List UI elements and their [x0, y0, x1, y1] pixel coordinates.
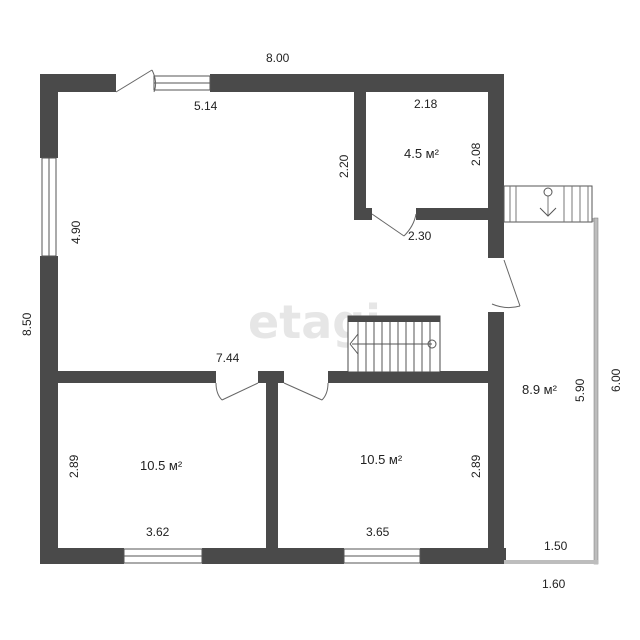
terrace — [503, 185, 599, 565]
terrace-step-lines — [509, 186, 589, 222]
area-bedroom-left: 10.5 м² — [140, 458, 183, 473]
bath-wall-bottom-right — [416, 208, 496, 220]
stair-arrow — [349, 333, 359, 355]
dim-bed2-width: 3.65 — [366, 525, 390, 539]
bedroom-right-door-leaf — [283, 382, 323, 401]
dim-top-inner: 5.14 — [194, 99, 218, 113]
bedroom-partition — [266, 371, 278, 555]
entrance-door-leaf — [115, 69, 153, 93]
left-wall-top — [40, 74, 58, 158]
bath-door-leaf — [371, 213, 405, 237]
walls — [40, 74, 506, 564]
divider-wall-a — [40, 371, 216, 383]
dim-bath-height-right: 2.08 — [469, 142, 483, 166]
doors — [115, 69, 521, 401]
dim-bed1-height: 2.89 — [67, 454, 81, 478]
bottom-wall-a — [40, 548, 124, 564]
dim-bath-door-run: 2.30 — [408, 229, 432, 243]
staircase — [347, 315, 441, 373]
bedroom-left-door-swing — [215, 382, 223, 401]
bath-door-swing — [403, 213, 417, 237]
entrance-door-swing — [151, 69, 157, 93]
divider-wall-c — [328, 371, 498, 383]
windows — [41, 75, 421, 564]
dim-terrace-inner-width: 1.50 — [544, 539, 568, 553]
top-wall-left — [40, 74, 116, 92]
area-terrace: 8.9 м² — [522, 382, 558, 397]
bath-wall-bottom-left — [354, 208, 372, 220]
dim-terrace-inner-height: 5.90 — [573, 378, 587, 402]
bottom-wall-c — [420, 548, 506, 564]
dim-terrace-outer-height: 6.00 — [609, 368, 623, 392]
bedroom-left-door-leaf — [221, 382, 259, 401]
area-bedroom-right: 10.5 м² — [360, 452, 403, 467]
left-wall-bottom — [40, 256, 58, 564]
bath-wall-left — [354, 74, 366, 220]
terrace-right-rail — [593, 217, 599, 565]
dim-bed2-height: 2.89 — [469, 454, 483, 478]
bottom-wall-b — [202, 548, 344, 564]
terrace-step-arrow — [539, 207, 557, 217]
terrace-door-leaf — [503, 259, 521, 307]
terrace-door-swing — [491, 303, 521, 309]
terrace-bottom-edge — [504, 560, 598, 564]
terrace-step-marker — [543, 187, 553, 197]
dim-bed1-width: 3.62 — [146, 525, 170, 539]
stair-steps — [352, 322, 432, 372]
bedroom-right-door-swing — [321, 382, 329, 401]
dim-terrace-outer-width: 1.60 — [542, 577, 566, 591]
dim-bath-height-left: 2.20 — [337, 154, 351, 178]
dim-top-total: 8.00 — [266, 51, 290, 65]
right-wall-top — [488, 74, 504, 258]
dim-living-height: 4.90 — [69, 220, 83, 244]
dim-bath-width: 2.18 — [414, 97, 438, 111]
right-wall-bottom — [488, 312, 504, 564]
stair-start-marker — [427, 339, 437, 349]
dim-left-total: 8.50 — [20, 312, 34, 336]
dim-hall-width: 7.44 — [216, 351, 240, 365]
stair-top-rail — [348, 316, 440, 322]
area-bathroom: 4.5 м² — [404, 146, 440, 161]
